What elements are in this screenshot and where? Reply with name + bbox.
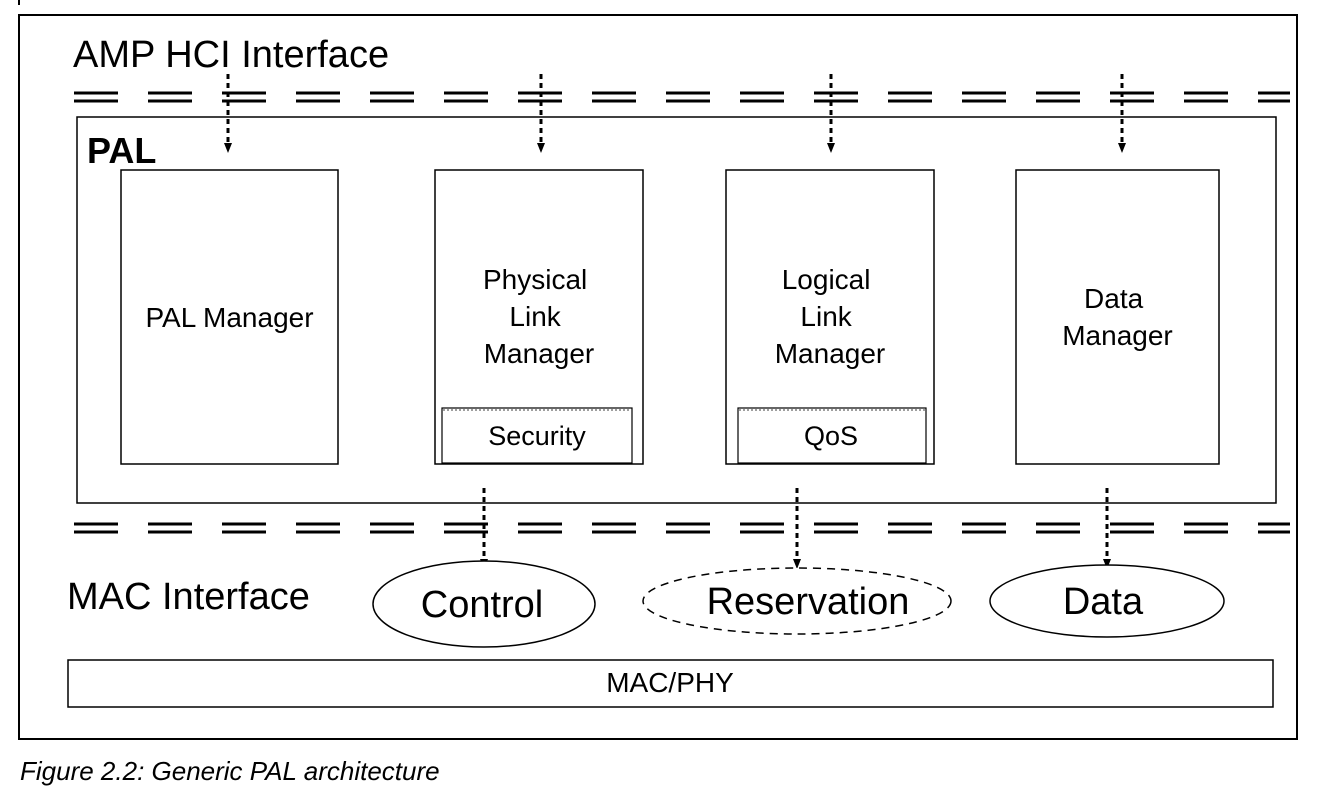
pal-label: PAL — [87, 130, 156, 171]
module-label-line: Logical — [782, 264, 871, 295]
pal-architecture-diagram: AMP HCI Interface PAL PAL Manager Physic… — [18, 0, 1298, 740]
module-label-data-manager: Data Manager — [1062, 283, 1173, 351]
channel-label-reservation: Reservation — [707, 581, 910, 623]
module-label-line: Data — [1084, 283, 1144, 314]
mac-phy-label: MAC/PHY — [606, 667, 734, 698]
module-label-line: PAL Manager — [145, 302, 313, 333]
module-label-line: Link — [800, 301, 852, 332]
module-physical-link-manager: Physical Link Manager Security — [434, 169, 644, 465]
figure-caption: Figure 2.2: Generic PAL architecture — [20, 756, 440, 786]
qos-label: QoS — [804, 421, 858, 451]
module-label-line: Manager — [484, 338, 595, 369]
outer-frame — [18, 14, 1298, 740]
mac-phy-layer: MAC/PHY — [67, 659, 1274, 708]
channel-data: Data — [989, 564, 1225, 638]
module-label-line: Link — [509, 301, 561, 332]
mac-interface-label: MAC Interface — [67, 576, 310, 618]
module-label-line: Manager — [1062, 320, 1173, 351]
security-label: Security — [488, 421, 586, 451]
module-logical-link-manager: Logical Link Manager QoS — [725, 169, 935, 465]
module-label-line: Manager — [775, 338, 886, 369]
module-pal-manager: PAL Manager — [120, 169, 339, 465]
channel-reservation: Reservation — [642, 567, 952, 635]
top-edge-tick — [18, 0, 20, 5]
module-label-pal-manager: PAL Manager — [145, 302, 313, 333]
channel-control: Control — [372, 560, 596, 648]
mac-interface-line — [74, 522, 1290, 534]
amp-hci-interface-line — [74, 91, 1290, 103]
module-label-line: Physical — [483, 264, 587, 295]
mac-arrows — [480, 488, 1111, 569]
module-label-physical-link-manager: Physical Link Manager — [483, 264, 595, 369]
channel-label-control: Control — [421, 584, 544, 626]
amp-hci-interface-label: AMP HCI Interface — [73, 34, 389, 76]
channel-label-data: Data — [1063, 581, 1144, 623]
pal-container — [76, 116, 1277, 504]
qos-subbox — [737, 407, 927, 464]
module-label-logical-link-manager: Logical Link Manager — [775, 264, 886, 369]
module-data-manager: Data Manager — [1015, 169, 1220, 465]
hci-arrows — [224, 74, 1126, 153]
security-subbox — [441, 407, 633, 464]
